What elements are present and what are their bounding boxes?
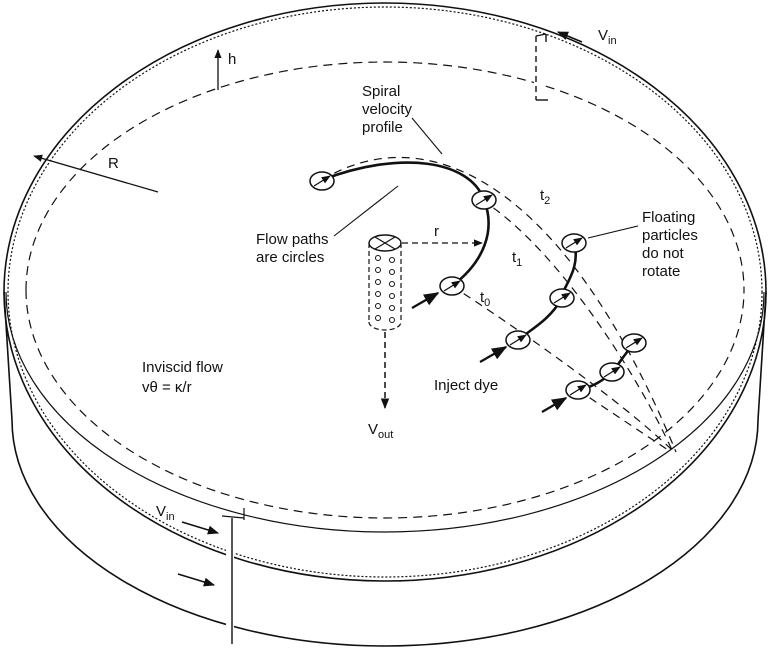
flow-paths-label-line1: Flow paths	[256, 231, 329, 248]
t2-label: t2	[540, 187, 550, 207]
spiral-label-line3: profile	[362, 119, 403, 136]
tank-floor-dashed	[25, 61, 745, 291]
tank-floor-dashed-front	[25, 289, 745, 519]
flow-path-inner	[321, 161, 490, 288]
inviscid-label-line2: vθ = κ/r	[142, 379, 192, 396]
spiral-profile-fan	[577, 389, 669, 451]
particle	[565, 380, 591, 400]
inviscid-label-line1: Inviscid flow	[142, 359, 223, 376]
floating-leader-line	[587, 225, 639, 239]
spiral-label-line1: Spiral	[362, 83, 400, 100]
spiral-leader-line	[411, 117, 443, 155]
floating-label-line2: particles	[642, 227, 698, 244]
R-label: R	[108, 155, 119, 172]
tank	[3, 2, 767, 647]
top-inlet-slot	[534, 38, 544, 100]
v-out-label: Vout	[368, 421, 393, 441]
floating-label-line3: do not	[642, 245, 685, 262]
flow-paths-leader-line	[333, 185, 399, 237]
v-in-bottom-arrow-2	[177, 573, 216, 587]
inject-dye-label: Inject dye	[434, 377, 498, 394]
floating-label-line4: rotate	[642, 263, 680, 280]
floating-particles	[309, 171, 647, 400]
v-in-bottom-arrow	[181, 521, 220, 535]
t1-label: t1	[512, 249, 522, 269]
v-in-bottom-label: Vin	[156, 503, 175, 523]
particle	[471, 190, 497, 210]
drain-pipe	[368, 234, 402, 331]
h-label: h	[228, 51, 236, 68]
tank-wall-bottom	[3, 291, 767, 647]
inject-dye-arrows	[411, 292, 568, 413]
particle	[505, 330, 531, 350]
particle	[599, 362, 625, 382]
r-label: r	[434, 223, 439, 240]
R-dimension-arrow	[33, 154, 159, 193]
tank-rim-inner	[7, 6, 763, 578]
spiral-profile-t1	[481, 199, 673, 451]
t0-label: t0	[480, 289, 490, 309]
flow-paths-label-line2: are circles	[256, 249, 324, 266]
v-in-top-arrow	[556, 31, 583, 43]
particle	[439, 276, 465, 296]
floating-label-line1: Floating	[642, 209, 695, 226]
particle	[549, 288, 575, 308]
spiral-profile-t2	[321, 156, 677, 453]
top-inlet	[534, 33, 548, 101]
spiral-label-line2: velocity	[362, 101, 413, 118]
bottom-inlet	[221, 508, 245, 644]
spiral-profile-t0	[451, 285, 673, 451]
particle	[561, 233, 587, 253]
particle	[621, 333, 647, 353]
v-in-top-label: Vin	[598, 27, 617, 47]
particle	[309, 171, 335, 191]
water-surface-front	[5, 291, 765, 533]
